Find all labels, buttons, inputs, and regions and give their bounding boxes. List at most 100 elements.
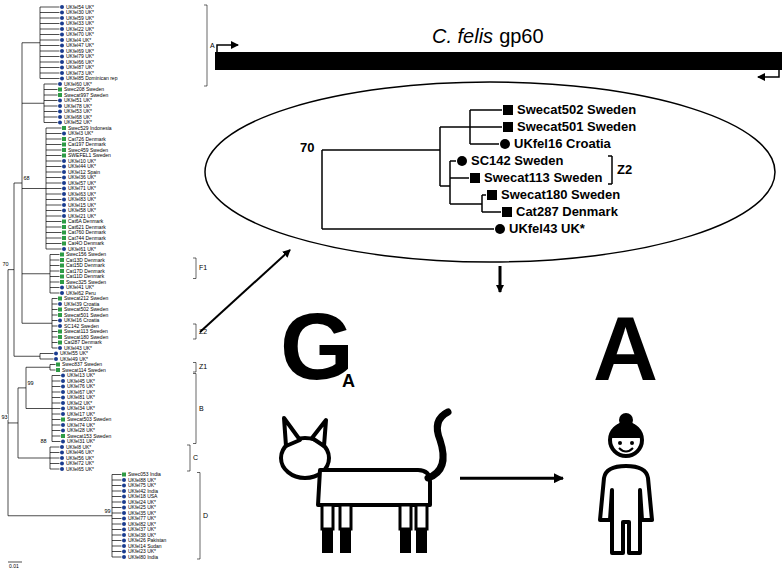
branch-line [52,348,58,349]
branch-line [112,540,122,541]
tip-label: UKfel57 UK* [68,181,96,186]
branch-line [52,375,61,376]
tip-label: UKfel85 Dominican rep [66,76,117,81]
branch-line [52,436,61,437]
branch-line [52,425,61,426]
tip-label: UKfel18 USA [128,494,157,499]
branch-line [112,518,122,519]
branch-line [44,89,58,90]
tip-label: UKfel70 UK* [66,32,94,37]
branch-line [46,128,62,129]
tip-label: Cat726 Denmark [68,137,106,142]
branch-line [193,339,196,340]
branch-line [196,258,197,279]
tip-label: UKfel76 UK* [67,384,95,389]
square-marker [62,148,66,152]
circle-marker [61,374,65,378]
circle-marker [54,357,58,361]
square-marker [60,258,64,262]
branch-line [112,524,122,525]
circle-marker [62,165,66,169]
branch-line [40,67,60,68]
branch-line [46,194,62,195]
circle-marker [60,60,64,64]
tip-label: UKfel2 UK* [67,401,92,406]
tip-label: UKfel12 Spain [68,170,100,175]
tip-label: Cat13D Denmark [66,258,105,263]
circle-marker [122,522,126,526]
square-marker [62,236,66,240]
tip-label: UKfel72 UK* [66,461,94,466]
tip-label: UKfel15 UK* [68,203,96,208]
branch-line [46,205,62,206]
branch-line [46,161,62,162]
circle-marker [61,390,65,394]
branch-line [50,265,60,266]
tip-label: UKfel10 UK* [68,159,96,164]
square-marker [503,122,513,132]
branch-line [196,363,197,373]
forward-primer [217,45,238,52]
tip-label: Cat15D Denmark [66,263,105,268]
branch-line [481,195,483,212]
square-marker [58,88,62,92]
gene-title: gp60 [499,24,544,48]
branch-line [196,324,197,339]
square-marker [60,253,64,257]
branch-line [52,441,61,442]
tip-label: Swec459 Sweden [68,148,108,153]
branch-line [112,507,122,508]
circle-marker [60,55,64,59]
circle-marker [62,132,66,136]
tip-label: UKfel21 UK* [68,214,96,219]
branch-line [50,447,60,448]
branch-line [204,86,207,87]
branch-line [46,249,62,250]
branch-line [112,502,122,503]
branch-line [321,150,323,229]
branch-line [40,78,60,79]
zoom-arrow [200,250,290,332]
circle-marker [62,247,66,251]
square-marker [58,297,62,301]
branch-line [14,183,22,184]
tip-label: Cat621 Denmark [68,225,106,230]
branch-line [52,408,61,409]
circle-marker [60,38,64,42]
branch-line [482,194,486,196]
circle-marker [122,506,126,510]
circle-marker [122,495,126,499]
tip-label: UKfel79 UK* [66,54,94,59]
branch-line [50,293,60,294]
branch-line [52,430,61,431]
circle-marker [58,121,62,125]
branch-line [40,359,54,360]
circle-marker [58,319,62,323]
circle-marker [60,77,64,81]
branch-line [40,7,60,8]
tip-label: Cat11D Denmark [66,274,104,279]
tip-label: UKfel65 UK* [66,467,94,472]
branch-line [197,559,200,560]
tip-label: UKfel78 UK* [64,104,92,109]
branch-line [44,122,58,123]
tip-label: Swecat153 Sweden [67,434,111,439]
circle-marker [122,555,126,559]
tip-label: UKfel41 UK* [66,285,94,290]
branch-line [52,381,61,382]
inset-tip-label: Cat287 Denmark [516,204,618,220]
square-marker [60,269,64,273]
circle-marker [61,412,65,416]
bootstrap-value: 70 [2,261,9,267]
tip-label: Swecat113 Sweden [64,329,108,334]
square-marker [58,313,62,317]
circle-marker [60,451,64,455]
tip-label: UKfel38 UK* [128,533,156,538]
clade-label: D [203,512,208,520]
tip-label: Cat17D Denmark [66,269,105,274]
tip-label: UKfel83 UK* [68,197,96,202]
circle-marker [60,445,64,449]
branch-line [50,364,56,365]
tip-label: UKfel59 UK* [66,16,94,21]
circle-marker [62,214,66,218]
